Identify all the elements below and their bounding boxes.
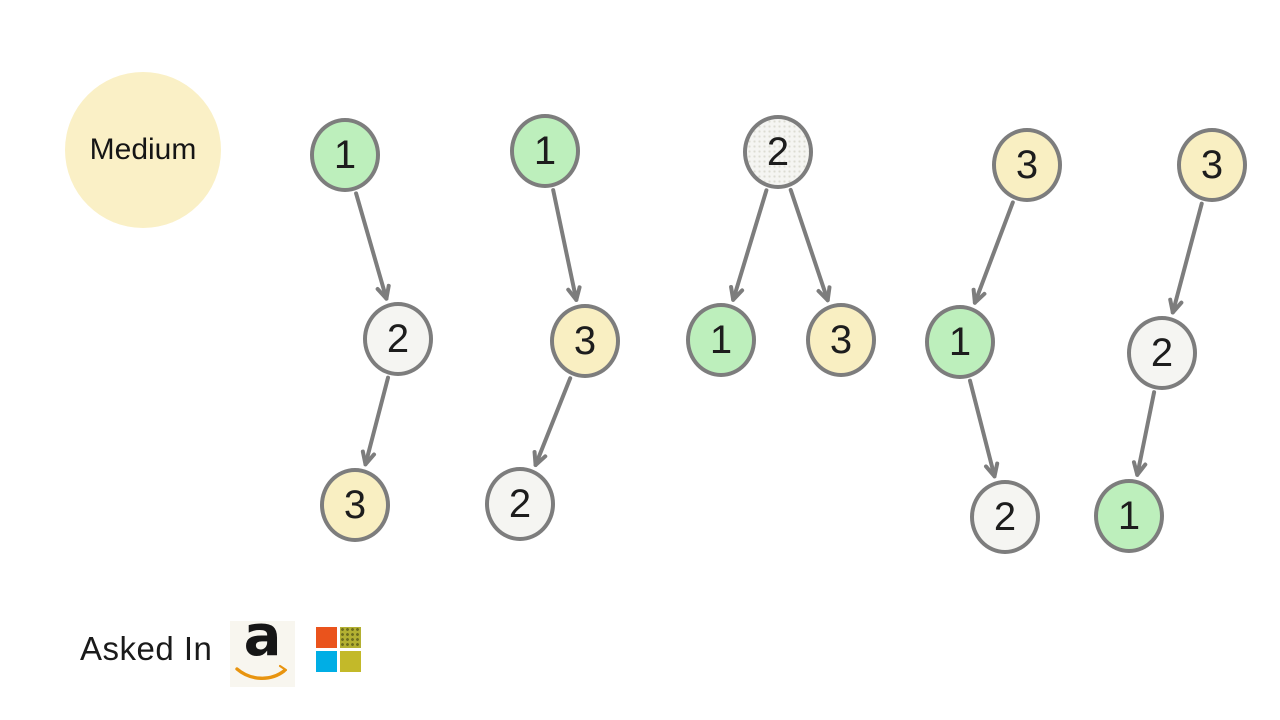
arrowhead-icon <box>375 283 391 301</box>
edge-arrow-tree1-2-3 <box>363 375 390 467</box>
tree4-node-2: 2 <box>970 480 1040 554</box>
arrowhead-icon <box>1168 297 1184 315</box>
tree5-node-3: 3 <box>1177 128 1247 202</box>
microsoft-square-yellow <box>340 651 361 672</box>
arrowhead-icon <box>360 449 377 467</box>
edge-arrow-tree5-3-2 <box>1170 201 1204 315</box>
microsoft-square-red <box>316 627 337 648</box>
amazon-logo-icon: a <box>230 609 295 687</box>
edge-arrow-tree2-3-2 <box>533 376 573 467</box>
arrowhead-icon <box>729 284 745 302</box>
edge-arrow-tree4-3-1 <box>972 200 1015 305</box>
edge-arrow-tree2-1-3 <box>551 188 579 302</box>
tree1-node-1: 1 <box>310 118 380 192</box>
arrowhead-icon <box>566 285 582 302</box>
arrowhead-icon <box>1131 460 1148 477</box>
difficulty-badge: Medium <box>65 72 221 228</box>
edge-arrow-tree3-2-3 <box>788 187 830 303</box>
tree1-node-3: 3 <box>320 468 390 542</box>
tree5-node-2: 2 <box>1127 316 1197 390</box>
arrowhead-icon <box>984 461 1000 479</box>
amazon-smile-icon <box>235 664 288 680</box>
edge-arrow-tree5-2-1 <box>1135 390 1157 477</box>
asked-in-label: Asked In <box>80 630 213 667</box>
tree4-node-1: 1 <box>925 305 995 379</box>
microsoft-logo-icon <box>316 627 361 672</box>
edge-arrow-tree3-2-1 <box>731 188 769 302</box>
arrowhead-icon <box>971 287 987 305</box>
amazon-letter-a: a <box>243 604 282 669</box>
tree1-node-2: 2 <box>363 302 433 376</box>
tree2-node-3: 3 <box>550 304 620 378</box>
tree5-node-1: 1 <box>1094 479 1164 553</box>
tree4-node-3: 3 <box>992 128 1062 202</box>
arrowhead-icon <box>816 285 832 303</box>
tree2-node-2: 2 <box>485 467 555 541</box>
edge-arrow-tree4-1-2 <box>968 378 997 479</box>
tree3-node-1: 1 <box>686 303 756 377</box>
microsoft-square-green <box>340 627 361 648</box>
tree3-node-3: 3 <box>806 303 876 377</box>
edge-arrow-tree1-1-2 <box>354 191 389 301</box>
tree2-node-1: 1 <box>510 114 580 188</box>
tree3-node-2: 2 <box>743 115 813 189</box>
arrowhead-icon <box>532 450 548 467</box>
microsoft-square-blue <box>316 651 337 672</box>
